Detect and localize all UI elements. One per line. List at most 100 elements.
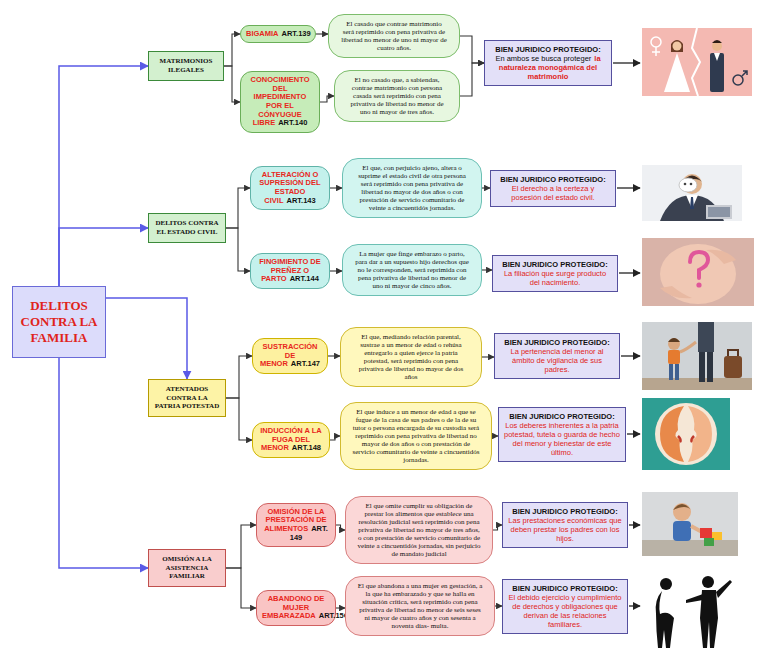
illustration-part — [724, 356, 742, 378]
illustration-part — [742, 71, 747, 76]
child-abduction-picture — [642, 322, 752, 390]
node-text: En ambos se busca proteger — [495, 54, 591, 63]
illustration-part — [617, 187, 640, 188]
connector-arrow — [460, 63, 484, 96]
node-heading: BIEN JURIDICO PROTEGIDO: — [500, 338, 614, 347]
illustration-part — [706, 205, 732, 219]
faces-picture — [642, 398, 730, 470]
illustration-part — [642, 378, 752, 390]
illustration-part — [655, 403, 717, 465]
illustration-part — [692, 28, 700, 96]
connector-arrow — [226, 398, 252, 440]
connector-arrow — [59, 66, 148, 286]
connector-arrow — [336, 607, 345, 608]
node-heading: El no casado que, a sabiendas, contrae m… — [350, 76, 443, 116]
node-text: La filiación que surge producto del naci… — [504, 269, 606, 287]
connector-arrow — [226, 228, 250, 271]
illustration-part — [712, 40, 722, 43]
connector-arrow — [460, 36, 484, 63]
illustration-part — [652, 47, 660, 56]
illustration-part — [642, 398, 730, 470]
connector-arrow — [59, 228, 148, 286]
connector-arrow — [482, 356, 494, 357]
wedding-picture — [642, 28, 752, 96]
illustration-part — [629, 524, 640, 525]
illustration-part — [664, 53, 690, 92]
connector-arrow — [336, 525, 345, 530]
node-heading: BIEN JURIDICO PROTEGIDO: — [504, 412, 620, 421]
illustration-part — [707, 352, 713, 382]
illustration-part — [660, 286, 692, 298]
illustration-part — [699, 352, 705, 382]
node-heading: BIEN JURIDICO PROTEGIDO: — [508, 584, 622, 593]
description-bubble: El que, con perjuicio ajeno, altera o su… — [342, 158, 482, 218]
node-heading: El casado que contrae matrimonio será re… — [341, 20, 447, 52]
illustration-part — [710, 53, 724, 92]
node-heading: BIEN JURIDICO PROTEGIDO: — [490, 45, 606, 54]
connector-arrow — [59, 358, 148, 568]
illustration-part — [671, 40, 683, 52]
description-bubble: El casado que contrae matrimonio será re… — [328, 14, 460, 58]
connector-arrow — [226, 525, 256, 568]
description-bubble: El no casado que, a sabiendas, contrae m… — [334, 70, 460, 122]
node-heading: La mujer que finge embarazo o parto, par… — [355, 250, 469, 290]
illustration-part — [708, 207, 730, 217]
crime-pill: SUSTRACCIÓN DE MENORART.147 — [252, 338, 328, 374]
connector-arrow — [330, 187, 342, 188]
node-text: El debido ejercicio y cumplimiento de de… — [509, 593, 622, 629]
illustration-part — [712, 41, 722, 51]
connector-arrow — [493, 525, 502, 530]
node-heading: El que, con perjuicio ajeno, altera o su… — [358, 164, 466, 212]
illustration-part — [642, 540, 738, 556]
crime-pill: FINGIMIENTO DE PREÑEZ O PARTOART.144 — [250, 253, 330, 289]
node-heading: BIEN JURIDICO PROTEGIDO: — [498, 260, 612, 269]
crime-pill: OMISIÓN DE LA PRESTACIÓN DE ALIMENTOSART… — [256, 503, 336, 548]
description-bubble: El que, mediando relación parental, sust… — [340, 327, 482, 387]
node-heading: ABANDONO DE MUJER EMBARAZADA — [262, 594, 324, 620]
node-heading: MATRIMONIOS ILEGALES — [160, 57, 213, 74]
node-heading: BIGAMIA — [246, 29, 279, 38]
illustration-part — [673, 504, 691, 510]
protected-good-box: BIEN JURIDICO PROTEGIDO:La filiación que… — [492, 255, 618, 292]
abandonment-picture — [642, 570, 738, 650]
illustration-part — [714, 53, 720, 61]
illustration-part — [651, 37, 661, 47]
crime-pill: BIGAMIAART.139 — [240, 25, 316, 44]
node-text: ART.140 — [278, 118, 307, 127]
illustration-part — [706, 250, 736, 264]
illustration-part — [642, 570, 738, 650]
protected-good-box: BIEN JURIDICO PROTEGIDO:El debido ejerci… — [502, 579, 628, 634]
illustration-part — [668, 338, 680, 350]
illustration-part — [660, 244, 736, 304]
illustration-part — [733, 75, 743, 85]
protected-good-box: BIEN JURIDICO PROTEGIDO:Las prestaciones… — [502, 502, 628, 548]
illustration-part — [686, 594, 703, 603]
illustration-part — [621, 355, 640, 356]
illustration-part — [680, 342, 696, 352]
illustration-part — [696, 282, 701, 287]
description-bubble: El que induce a un menor de edad a que s… — [340, 402, 492, 470]
category-box: ATENTADOS CONTRA LA PATRIA POTESTAD — [148, 379, 226, 417]
node-heading: DELITOS CONTRA EL ESTADO CIVIL — [155, 219, 218, 236]
illustration-part — [702, 576, 714, 588]
pregnant-belly-picture — [642, 238, 754, 306]
node-text: ART.143 — [286, 196, 315, 205]
node-text: ART.144 — [290, 274, 319, 283]
connector-arrow — [328, 355, 340, 356]
connector-arrow — [482, 187, 490, 188]
illustration-part — [642, 165, 742, 221]
illustration-part — [678, 436, 681, 442]
illustration-part — [679, 178, 697, 192]
node-heading: BIEN JURIDICO PROTEGIDO: — [496, 175, 610, 184]
connector-arrow — [224, 34, 240, 66]
node-text: ART.139 — [282, 29, 311, 38]
connector-arrow — [226, 356, 252, 398]
category-box: DELITOS CONTRA EL ESTADO CIVIL — [148, 213, 226, 243]
illustration-part — [642, 238, 754, 306]
illustration-part — [629, 605, 640, 606]
category-box: OMISIÓN A LA ASISTENCIA FAMILIAR — [148, 549, 226, 587]
crime-pill: ALTERACIÓN O SUPRESIÓN DEL ESTADO CIVILA… — [250, 166, 330, 211]
illustration-part — [728, 350, 738, 356]
category-box: MATRIMONIOS ILEGALES — [148, 51, 224, 81]
illustration-part — [613, 62, 640, 63]
